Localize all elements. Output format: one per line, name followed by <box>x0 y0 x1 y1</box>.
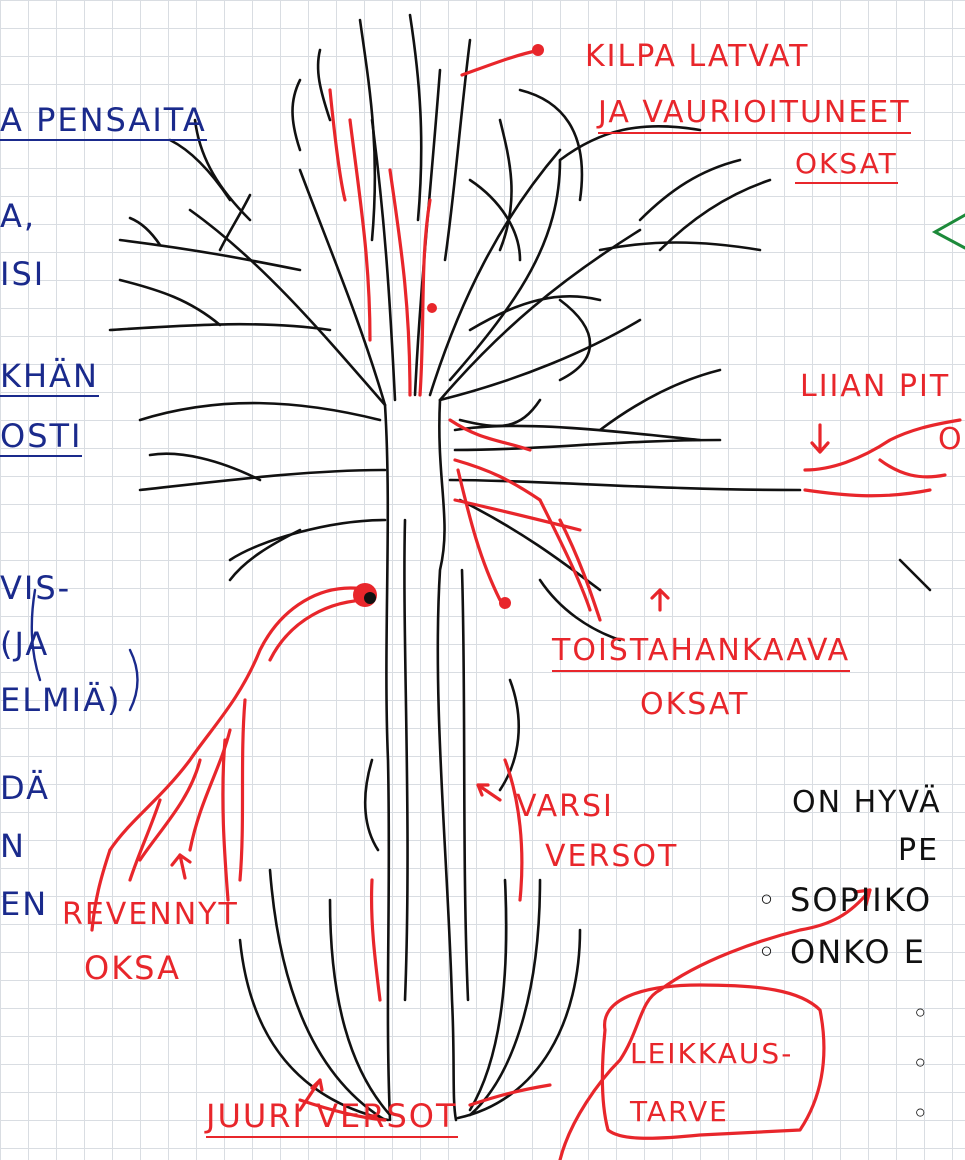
liian-label-line2: O <box>938 425 964 455</box>
left-line-4: OSTI <box>0 420 82 457</box>
left-line-1: A, <box>0 200 36 232</box>
bullet-dot-icon: ◦ <box>757 933 778 971</box>
left-line-3: KHÄN <box>0 360 99 397</box>
left-title: A PENSAITA <box>0 104 207 141</box>
bullet-dot-icon: ◦ <box>912 1047 931 1080</box>
leikkaus-label-line1: LEIKKAUS- <box>630 1040 793 1068</box>
bullet-dot-icon: ◦ <box>912 1097 931 1130</box>
bullet-text: ONKO E <box>790 933 926 971</box>
arrow-toista <box>652 590 668 610</box>
notes-bullet-1: ◦ SOPIIKO <box>757 884 932 916</box>
kilpa-label-line3: OKSAT <box>795 150 898 184</box>
left-line-6: (JA <box>0 628 49 660</box>
leikkaus-label-line2: TARVE <box>630 1098 729 1126</box>
kilpa-label-line1: KILPA LATVAT <box>585 42 810 72</box>
arrow-leikkaus <box>560 990 660 1160</box>
trunk-left-edge <box>385 405 390 1120</box>
juuri-label: JUURI VERSOT <box>206 1100 458 1138</box>
split-branch <box>110 588 370 850</box>
notes-bullet-5: ◦ <box>912 1100 931 1128</box>
arrow-liian <box>812 425 828 452</box>
varsi-label-line1: VARSI <box>516 792 614 822</box>
revennyt-label-line2: OKSA <box>84 952 181 984</box>
kilpa-label-line2: JA VAURIOITUNEET <box>598 98 911 134</box>
notes-heading-line1: ON HYVÄ <box>792 788 942 818</box>
left-line-10: EN <box>0 888 48 920</box>
trunk-right-edge <box>438 400 456 1120</box>
bullet-dot-icon: ◦ <box>912 997 931 1030</box>
liian-label-line1: LIIAN PIT <box>800 372 950 402</box>
green-arrow-icon <box>935 215 965 248</box>
toista-label-line1: TOISTAHANKAAVA <box>552 636 850 672</box>
left-line-5: VIS- <box>0 572 71 604</box>
revennyt-label-line1: REVENNYT <box>62 900 239 930</box>
bullet-dot-icon: ◦ <box>757 881 778 919</box>
toista-label-line2: OKSAT <box>640 690 749 720</box>
notes-bullet-2: ◦ ONKO E <box>757 936 926 968</box>
bullet-text: SOPIIKO <box>790 881 932 919</box>
varsi-label-line2: VERSOT <box>545 842 678 872</box>
notes-bullet-3: ◦ <box>912 1000 931 1028</box>
left-line-9: N <box>0 830 26 862</box>
notes-heading-line2: PE <box>898 836 939 866</box>
arrow-revennyt <box>172 855 190 878</box>
notes-bullet-4: ◦ <box>912 1050 931 1078</box>
tree-red-ink <box>92 44 960 1160</box>
green-mark <box>935 215 965 248</box>
arrow-varsi <box>478 785 500 800</box>
left-line-7: ELMIÄ) <box>0 684 121 716</box>
left-line-2: ISI <box>0 258 45 290</box>
trunk-inner-line <box>462 570 468 1000</box>
left-line-8: DÄ <box>0 772 50 804</box>
